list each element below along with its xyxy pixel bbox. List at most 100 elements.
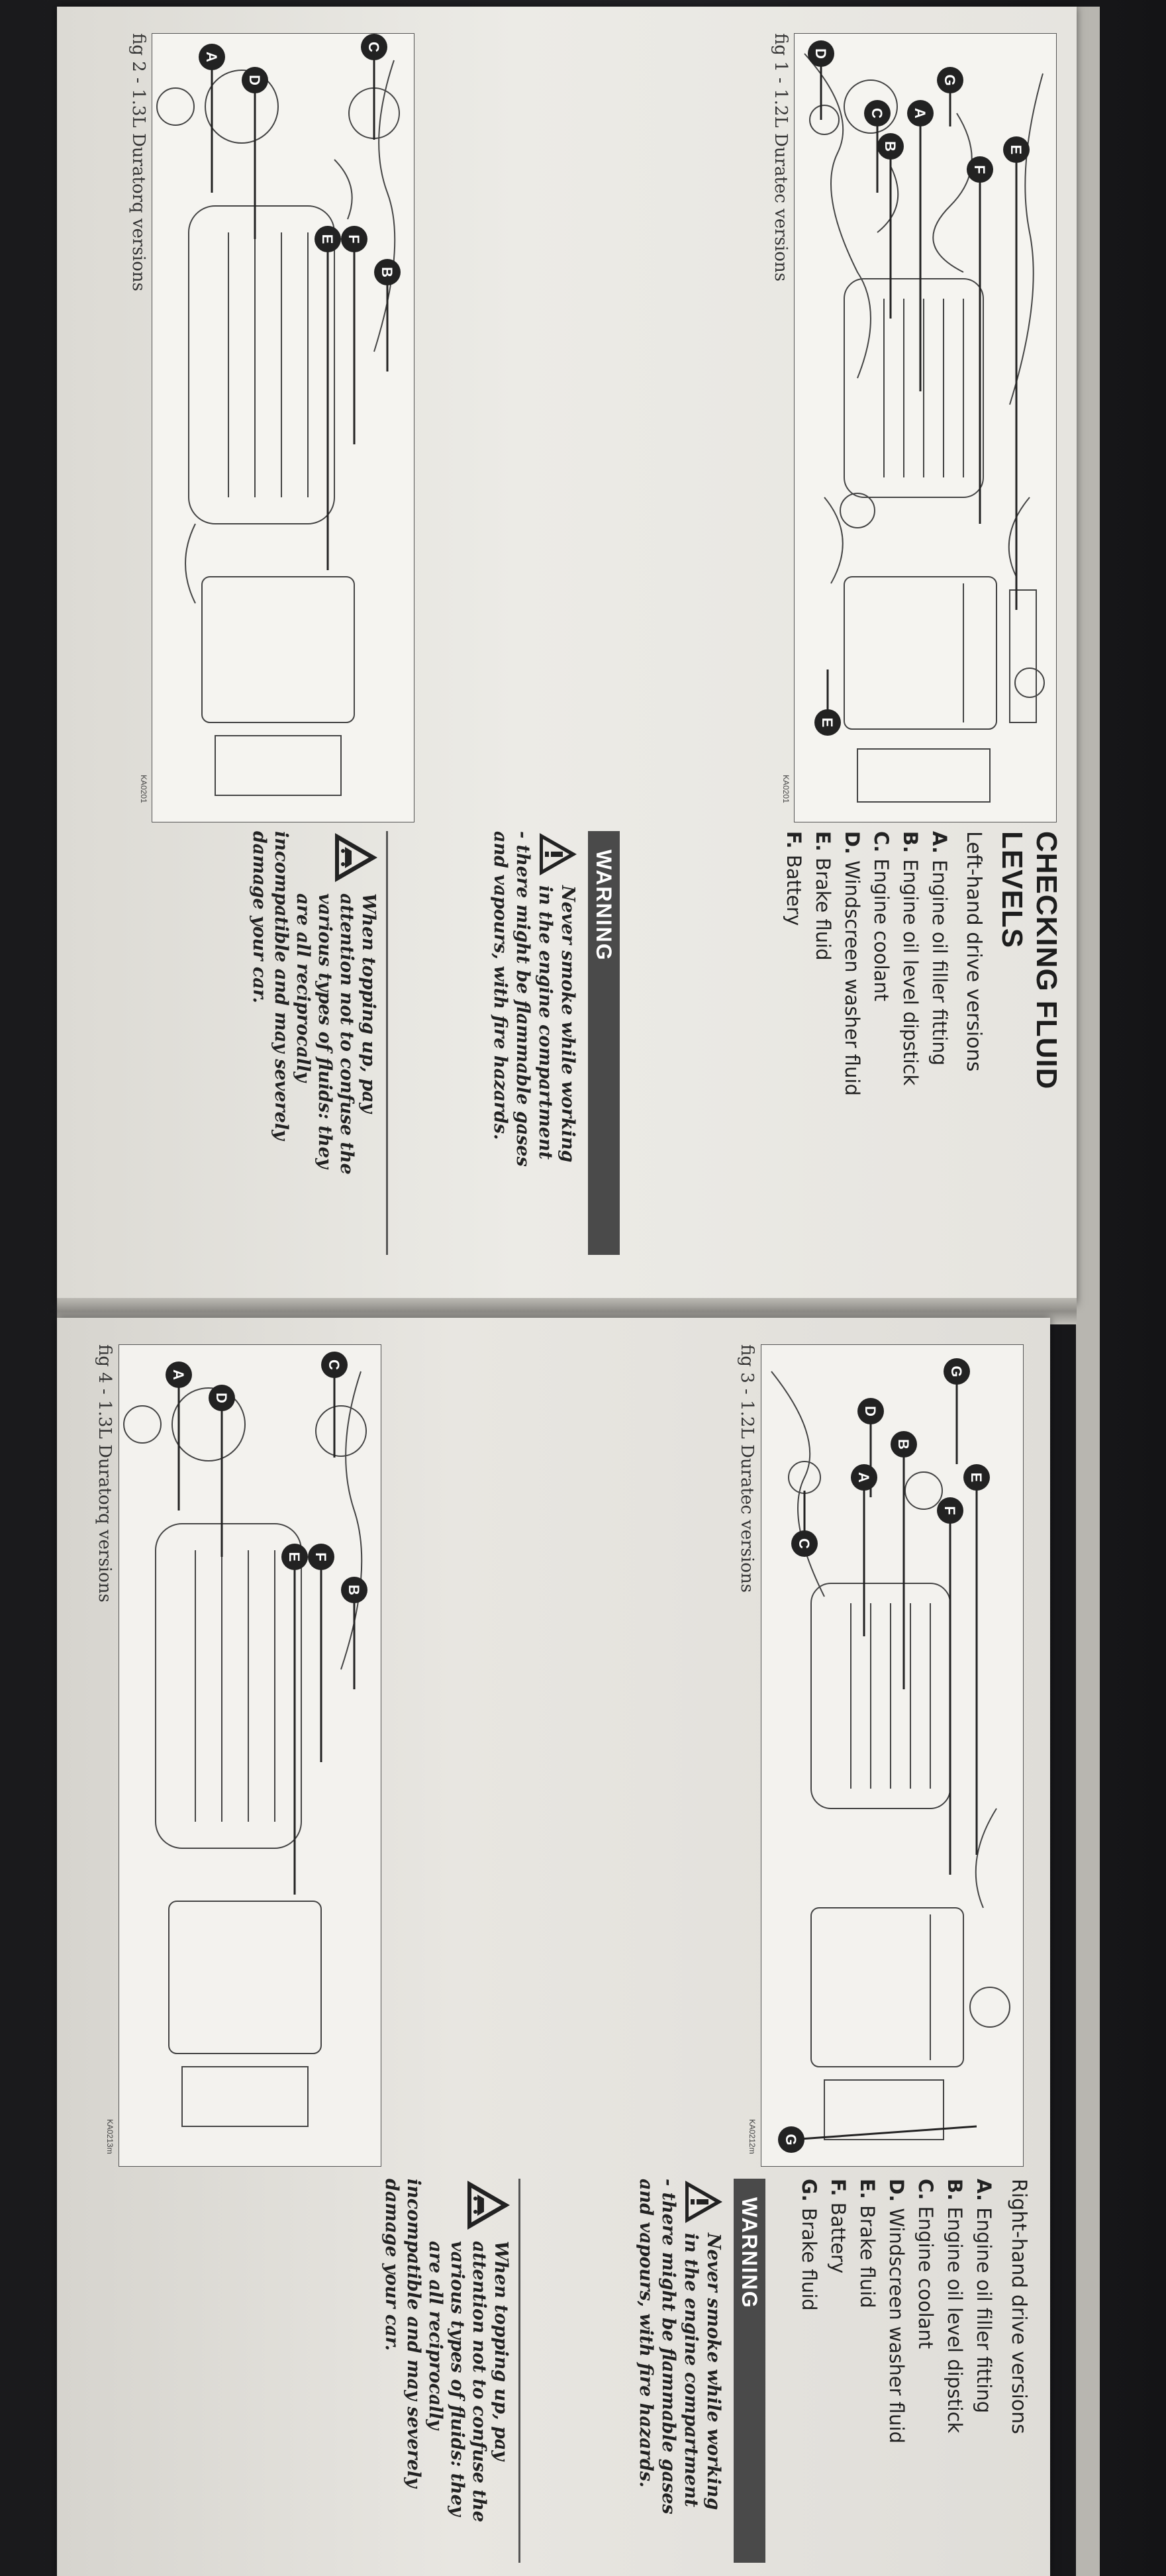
list-item-text: Engine oil filler fitting [928, 860, 951, 1066]
callout-a: A [170, 1369, 187, 1380]
note-line-4: are all reciprocally [293, 893, 313, 1083]
callout-b: B [346, 1585, 362, 1595]
callout-d: D [213, 1393, 230, 1403]
list-item-text: Brake fluid [798, 2208, 820, 2311]
note-divider [386, 831, 388, 1255]
list-item: G. Brake fluid [795, 2179, 824, 2444]
note-line-6: damage your car. [381, 2179, 402, 2351]
warning-line-1: Never smoke while working [703, 2233, 724, 2510]
note-line-3: various types of fluids: they [315, 893, 335, 1169]
warning-line-3: - there might be flammable gases [512, 831, 533, 1167]
list-item: E. Brake fluid [808, 831, 838, 1096]
engine-bay-illustration-rhd-diesel: C D A B F E [119, 1345, 381, 2166]
list-item-text: Windscreen washer fluid [885, 2208, 908, 2444]
note-divider [518, 2179, 520, 2563]
warning-line-4: and vapours, with fire hazards. [636, 2179, 656, 2488]
figure-4-code: KA0213m [105, 2119, 115, 2154]
list-item-text: Engine oil filler fitting [973, 2207, 995, 2414]
note-text: When topping up, pay attention not to co… [292, 893, 379, 1175]
warning-body: Never smoke while working in the engine … [534, 831, 579, 1255]
warning-text: Never smoke while working in the engine … [534, 885, 579, 1162]
note-line-1: When topping up, pay [491, 2241, 511, 2461]
figure-2-caption: fig 2 - 1.3L Duratorq versions [128, 33, 148, 291]
figure-3-code: KA0212m [748, 2119, 757, 2154]
list-item: E. Brake fluid [853, 2179, 882, 2444]
note-line-1: When topping up, pay [358, 893, 379, 1113]
callout-e: E [319, 234, 336, 244]
engine-bay-illustration-rhd: G D C A B F E G [761, 1345, 1023, 2166]
note-line-5: incompatible and may severely [271, 831, 291, 1140]
callout-b: B [882, 141, 899, 152]
callout-f: F [942, 1506, 958, 1514]
page-title: CHECKING FLUID LEVELS [995, 831, 1063, 1089]
warning-line-4: and vapours, with fire hazards. [490, 831, 510, 1140]
figure-4-engine-diagram: C D A B F E [119, 1344, 381, 2167]
figure-3-engine-diagram: G D C A B F E G [761, 1344, 1024, 2167]
list-item-letter: B. [944, 2179, 966, 2201]
engine-bay-illustration-diesel: C D A B F E [152, 34, 414, 822]
lhd-component-list: A. Engine oil filler fitting B. Engine o… [779, 831, 954, 1096]
list-item-letter: C. [870, 831, 893, 853]
callout-c: C [869, 108, 885, 119]
callout-f: F [346, 234, 362, 243]
callout-g: G [942, 74, 958, 85]
note-text: When topping up, pay attention not to co… [424, 2241, 512, 2522]
callout-a: A [203, 52, 220, 62]
list-item: D. Windscreen washer fluid [838, 831, 867, 1096]
figure-3-caption: fig 3 - 1.2L Duratec versions [737, 1344, 757, 1593]
list-item-letter: A. [973, 2179, 995, 2201]
callout-b: B [379, 267, 395, 277]
warning-triangle-icon [540, 833, 577, 875]
warning-text: Never smoke while working in the engine … [679, 2233, 724, 2510]
warning-line-2: in the engine compartment [535, 885, 556, 1160]
warning-label: WARNING [588, 831, 620, 1255]
list-item: B. Engine oil level dipstick [940, 2179, 969, 2444]
list-item: C. Engine coolant [867, 831, 896, 1096]
callout-d: D [812, 48, 829, 59]
list-item-text: Windscreen washer fluid [841, 860, 863, 1096]
warning-label: WARNING [734, 2179, 765, 2563]
callout-e: E [1008, 145, 1024, 155]
list-item: F. Battery [779, 831, 808, 1096]
callout-e: E [286, 1552, 303, 1562]
warning-box: WARNING Never smoke while working in the… [489, 831, 620, 1255]
list-item-letter: D. [885, 2179, 908, 2203]
warning-line-2: in the engine compartment [681, 2233, 701, 2508]
rhd-section-title: Right-hand drive versions [1007, 2179, 1030, 2434]
note-line-3: various types of fluids: they [447, 2241, 467, 2516]
figure-1-caption: fig 1 - 1.2L Duratec versions [771, 33, 791, 282]
page-title-line-1: CHECKING FLUID [1030, 831, 1063, 1090]
list-item: F. Battery [824, 2179, 853, 2444]
callout-e: E [968, 1473, 985, 1483]
list-item-text: Brake fluid [812, 858, 834, 961]
note-line-6: damage your car. [249, 831, 269, 1003]
warning-line-1: Never smoke while working [558, 885, 578, 1163]
warning-line-3: - there might be flammable gases [658, 2179, 679, 2514]
note-line-2: attention not to confuse the [336, 893, 357, 1175]
list-item-letter: F. [827, 2179, 850, 2197]
list-item-text: Engine coolant [914, 2206, 937, 2350]
page-edge [1076, 7, 1100, 2576]
list-item-text: Engine coolant [870, 858, 893, 1002]
right-page: G D C A B F E G fig 3 - 1.2L Duratec ver… [57, 1318, 1050, 2576]
callout-a: A [912, 108, 928, 119]
callout-b: B [895, 1439, 912, 1450]
callout-d: D [862, 1406, 879, 1416]
list-item-text: Brake fluid [856, 2205, 879, 2308]
callout-g: G [948, 1365, 965, 1377]
note-line-4: are all reciprocally [425, 2241, 446, 2430]
note-continuation: incompatible and may severely damage you… [381, 2179, 424, 2563]
list-item-text: Battery [827, 2202, 850, 2274]
figure-1-code: KA0201 [781, 775, 791, 803]
list-item-letter: E. [856, 2179, 879, 2199]
callout-a: A [855, 1472, 872, 1483]
note-line-5: incompatible and may severely [403, 2179, 424, 2488]
list-item: B. Engine oil level dipstick [896, 831, 925, 1096]
callout-f: F [971, 165, 988, 173]
callout-g-2: G [783, 2134, 799, 2145]
fluid-caution-note: When topping up, pay attention not to co… [248, 831, 388, 1255]
list-item-letter: A. [928, 831, 951, 854]
warning-box: WARNING Never smoke while working in the… [634, 2179, 765, 2563]
